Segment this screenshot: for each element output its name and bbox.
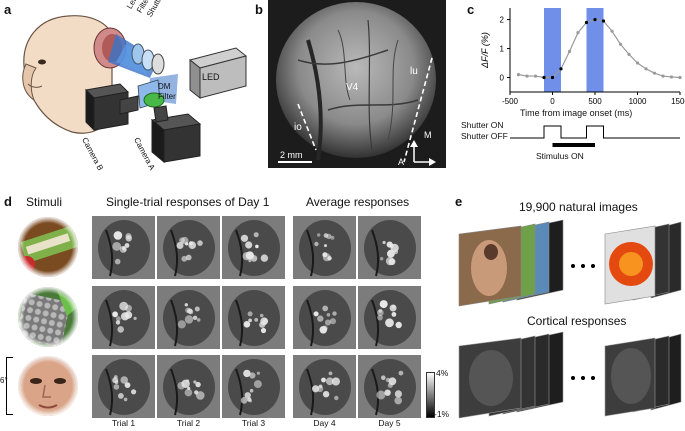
y-tick-label: 1	[500, 45, 505, 54]
stimulus-image-3	[17, 355, 79, 417]
response-map-row3-col1	[92, 355, 155, 418]
shutter-off-label: Shutter OFF	[461, 131, 508, 141]
colorbar-min-label: -1%	[434, 409, 450, 419]
stimuli-header: Stimuli	[26, 195, 63, 209]
v4-label: V4	[346, 82, 359, 93]
orientation-anterior-label: A	[398, 157, 405, 167]
response-map-row2-col3	[222, 286, 285, 349]
trace-point	[559, 67, 563, 71]
response-map-row1-col1	[92, 216, 155, 279]
trace-point	[516, 73, 521, 77]
panel-label-c: c	[467, 2, 475, 17]
natural-images-title: 19,900 natural images	[519, 200, 638, 214]
lu-label: lu	[410, 66, 418, 77]
response-map-row2-col2	[157, 286, 220, 349]
trace-point	[669, 75, 674, 79]
colorbar-max-label: 4%	[436, 368, 449, 378]
panel-label-e: e	[455, 194, 463, 209]
response-map-row3-col4	[293, 355, 356, 418]
panel-label-b: b	[255, 2, 263, 17]
size-bar	[6, 357, 13, 415]
response-map-row2-col1	[92, 286, 155, 349]
response-map-row2-col5	[358, 286, 421, 349]
led-label: LED	[202, 72, 220, 82]
response-map-row1-col2	[157, 216, 220, 279]
imaging-setup-schematic	[8, 4, 258, 164]
response-map-row1-col3	[222, 216, 285, 279]
column-label-trial-2: Trial 2	[176, 418, 201, 428]
stimulus-on-bar	[552, 143, 595, 147]
single-trial-header: Single-trial responses of Day 1	[106, 195, 270, 209]
x-tick-label: 0	[550, 97, 555, 106]
size-label: 6°	[0, 376, 8, 385]
stimulus-on-label: Stimulus ON	[536, 151, 584, 161]
trace-point	[627, 52, 631, 56]
response-map-row3-col3	[222, 355, 285, 418]
colorbar	[426, 372, 435, 418]
x-tick-label: 500	[588, 97, 602, 106]
trace-point	[610, 29, 614, 33]
column-label-trial-3: Trial 3	[241, 418, 266, 428]
shutter-window-1	[544, 8, 561, 92]
orientation-medial-label: M	[424, 130, 432, 140]
trace-point	[542, 75, 546, 80]
trace-point	[661, 74, 665, 78]
trace-point	[618, 42, 623, 46]
stimulus-image-1	[17, 216, 79, 278]
shutter-timing-line	[510, 125, 680, 139]
trace-point	[584, 20, 589, 25]
cortex-image	[268, 0, 446, 168]
response-map-row1-col4	[293, 216, 356, 279]
response-map-row2-col4	[293, 286, 356, 349]
io-label: io	[294, 122, 302, 133]
trace-point	[644, 67, 648, 71]
scale-bar-label: 2 mm	[280, 150, 303, 160]
filter-label-bottom: Filter	[158, 92, 176, 101]
trace-point	[678, 75, 682, 80]
panel-label-a: a	[4, 2, 12, 17]
response-map-row3-col5	[358, 355, 421, 418]
trace-point	[567, 49, 572, 54]
trace-point	[576, 31, 580, 35]
column-label-trial-1: Trial 1	[111, 418, 136, 428]
dm-label: DM	[158, 82, 171, 91]
average-responses-header: Average responses	[306, 195, 410, 209]
column-label-day-4: Day 4	[313, 418, 336, 428]
trace-point	[601, 19, 606, 23]
panel-label-d: d	[4, 194, 12, 209]
shutter-window-2	[586, 8, 604, 92]
shutter-on-label: Shutter ON	[461, 120, 504, 130]
x-axis-label: Time from image onset (ms)	[520, 108, 633, 118]
trace-point	[533, 74, 538, 78]
x-tick-label: 1000	[629, 97, 647, 106]
column-label-day-5: Day 5	[378, 418, 401, 428]
image-stack-illustration	[455, 216, 685, 426]
y-tick-label: 0	[500, 74, 505, 83]
y-axis-label: ΔF/F (%)	[480, 32, 490, 69]
y-tick-label: 2	[500, 16, 505, 25]
trace-point	[593, 17, 597, 22]
cortical-responses-title: Cortical responses	[527, 314, 627, 328]
trace-point	[550, 75, 555, 80]
trace-point	[525, 74, 529, 78]
x-tick-label: -500	[502, 97, 519, 106]
response-map-row1-col5	[358, 216, 421, 279]
trace-point	[635, 61, 640, 65]
stimulus-image-2	[17, 286, 79, 348]
trace-point	[652, 71, 657, 75]
response-map-row3-col2	[157, 355, 220, 418]
